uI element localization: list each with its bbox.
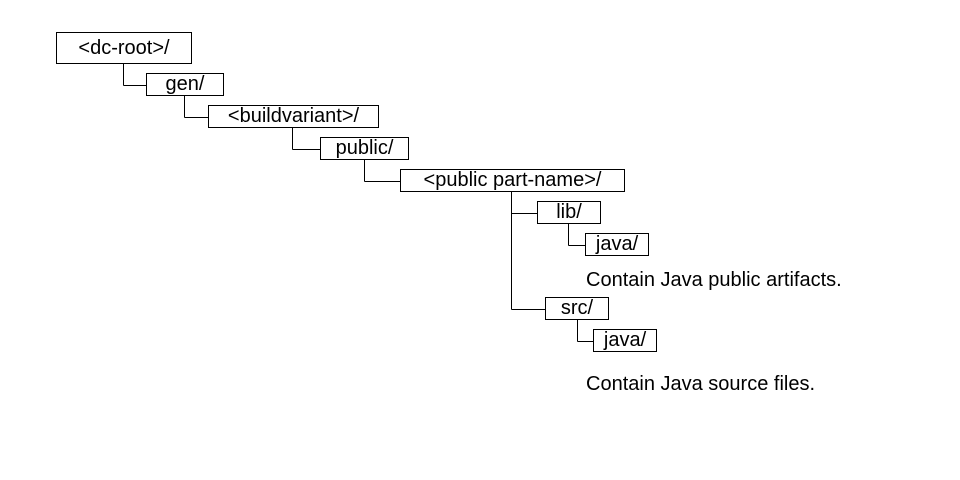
node-dc-root: <dc-root>/ [56, 32, 192, 64]
node-buildvariant: <buildvariant>/ [208, 105, 379, 128]
note-src-java: Contain Java source files. [586, 373, 816, 395]
node-lib: lib/ [537, 201, 601, 224]
node-src: src/ [545, 297, 609, 320]
node-gen: gen/ [146, 73, 224, 96]
node-public: public/ [320, 137, 409, 160]
node-lib-java: java/ [585, 233, 649, 256]
node-public-part-name: <public part-name>/ [400, 169, 625, 192]
note-lib-java: Contain Java public artifacts. [586, 269, 842, 291]
node-src-java: java/ [593, 329, 657, 352]
